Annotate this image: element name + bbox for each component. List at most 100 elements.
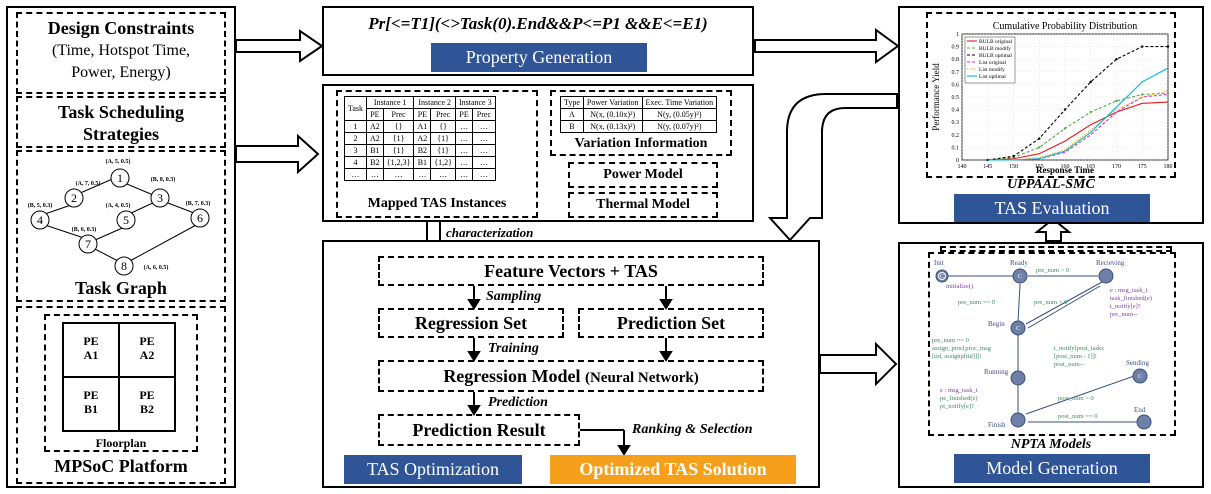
arrow-constraints-to-property: [235, 29, 324, 63]
npta-back-box: [940, 246, 1172, 252]
svg-text:(A, 6, 0.5): (A, 6, 0.5): [144, 264, 169, 271]
task-graph-title: Task Graph: [75, 278, 167, 298]
chart-legend-label: BULB modify: [979, 45, 1011, 52]
chart-x-tick: 145: [983, 164, 992, 170]
chart-x-tick: 175: [1138, 164, 1147, 170]
chart-x-tick: 140: [958, 164, 967, 170]
floorplan-label: Floorplan: [95, 436, 147, 450]
svg-text:C: C: [940, 274, 944, 280]
chart-y-tick: 0.5: [952, 95, 960, 101]
svg-text:post_num--: post_num--: [1054, 361, 1084, 368]
property-generation-label: Property Generation: [431, 43, 647, 72]
mapped-tas-header-instance-3: Instance 3: [454, 96, 496, 109]
svg-text:1: 1: [117, 171, 123, 185]
mapped-tas-header-instance-2: Instance 2: [413, 96, 456, 109]
svg-text:Begin: Begin: [988, 320, 1005, 328]
uppaal-smc-label: UPPAAL-SMC: [1007, 177, 1095, 192]
optimized-tas-solution-label: Optimized TAS Solution: [550, 455, 796, 484]
svg-text:4: 4: [37, 213, 43, 227]
svg-text:3: 3: [157, 191, 163, 205]
prediction-label: Prediction: [488, 395, 548, 410]
chart-point: [1166, 92, 1170, 95]
tas-optimization-label: TAS Optimization: [344, 455, 522, 484]
ranking-selection-label: Ranking & Selection: [632, 422, 753, 437]
feature-vectors-label: Feature Vectors + TAS: [484, 261, 658, 281]
chart-x-tick: 170: [1112, 164, 1121, 170]
chart-point: [1012, 155, 1015, 158]
svg-text:2: 2: [71, 191, 77, 205]
svg-text:Sending: Sending: [1126, 359, 1149, 367]
chart-point: [1166, 45, 1170, 48]
svg-text:C: C: [1016, 326, 1020, 332]
svg-text:pe_finished(e): pe_finished(e): [940, 395, 978, 402]
chart-legend-label: BULB original: [979, 39, 1013, 45]
chart-y-tick: 0.7: [952, 70, 960, 76]
chart-ylabel: Performance Yield: [931, 63, 941, 131]
prediction-set-label: Prediction Set: [616, 313, 726, 333]
svg-text:[tid, assignp[tid]]]!: [tid, assignp[tid]]]!: [932, 353, 981, 360]
optimization-flow-arrows: [467, 286, 673, 456]
svg-text:Running: Running: [984, 368, 1009, 376]
svg-text:5: 5: [123, 213, 129, 227]
task-graph: 1(A, 5, 0.5) 2(A, 7, 0.5) 3(B, 8, 0.3) 4…: [28, 158, 211, 276]
mapped-tas-header-task: Task: [344, 96, 367, 121]
arrow-model-to-evaluation: [1034, 217, 1072, 242]
chart-point: [1141, 45, 1144, 48]
chart-point: [1089, 110, 1092, 114]
chart-point: [1115, 58, 1118, 61]
svg-text:(B, 7, 0.3): (B, 7, 0.3): [186, 200, 211, 207]
chart-y-tick: 0: [956, 158, 959, 164]
design-constraints-line-1: (Time, Hotspot Time,: [51, 42, 191, 59]
chart-y-tick: 0.9: [952, 45, 960, 51]
svg-text:pre_num == 0: pre_num == 0: [932, 337, 969, 344]
table-row: …………………: [344, 168, 496, 181]
npta-state-labels: Init Ready Recieving Begin Running Sendi…: [934, 259, 1149, 429]
chart-point: [1038, 146, 1041, 149]
mapped-tas-header-instance-1: Instance 1: [365, 96, 415, 109]
chart-point: [1089, 80, 1092, 84]
arrow-property-to-evaluation: [754, 28, 900, 64]
prediction-result-label: Prediction Result: [412, 420, 546, 440]
svg-text:7: 7: [85, 237, 91, 251]
chart-series-line-6: [987, 67, 1169, 161]
chart-legend-label: List modify: [979, 66, 1005, 73]
chart-series-line-2: [987, 92, 1169, 161]
power-model-label: Power Model: [603, 167, 683, 182]
task-graph-node-5: 5(A, 4, 0.5): [106, 202, 136, 230]
prediction-result-box: Prediction Result: [378, 414, 580, 446]
model-generation-label: Model Generation: [954, 454, 1150, 483]
tas-optimization-panel: Feature Vectors + TAS Sampling Regressio…: [322, 240, 820, 488]
cpd-chart: Cumulative Probability Distribution Resp…: [931, 21, 1173, 175]
svg-text:initialize(): initialize(): [946, 283, 973, 290]
chart-legend-label: List optimal: [979, 74, 1006, 80]
chart-x-tick: 180: [1164, 164, 1173, 170]
prediction-set-box: Prediction Set: [578, 308, 764, 338]
arrow-evaluation-to-optimization: [767, 93, 898, 242]
svg-text:task_finished(e): task_finished(e): [1110, 295, 1152, 302]
svg-text:assign_proc[proc_msg: assign_proc[proc_msg: [932, 345, 992, 352]
regression-model-label: Regression Model (Neural Network): [443, 366, 699, 386]
variation-info-title: Variation Information: [574, 136, 708, 151]
svg-text:pre_num > 0: pre_num > 0: [1034, 299, 1067, 306]
svg-text:post_num == 0: post_num == 0: [1058, 413, 1097, 420]
feature-vectors-box: Feature Vectors + TAS: [378, 256, 764, 286]
svg-text:6: 6: [197, 211, 203, 225]
chart-point: [1141, 93, 1144, 96]
svg-text:[post_num - 1]]!: [post_num - 1]]!: [1054, 353, 1097, 360]
mpsoc-platform-title: MPSoC Platform: [54, 456, 188, 476]
svg-text:8: 8: [121, 259, 127, 273]
svg-text:Init: Init: [934, 259, 944, 267]
sampling-label: Sampling: [486, 289, 542, 304]
npta-edge-labels: initialize() pre_num > 0 pre_num == 0 pr…: [932, 267, 1152, 420]
svg-text:C: C: [1138, 374, 1142, 380]
tas-evaluation-label: TAS Evaluation: [954, 194, 1150, 222]
